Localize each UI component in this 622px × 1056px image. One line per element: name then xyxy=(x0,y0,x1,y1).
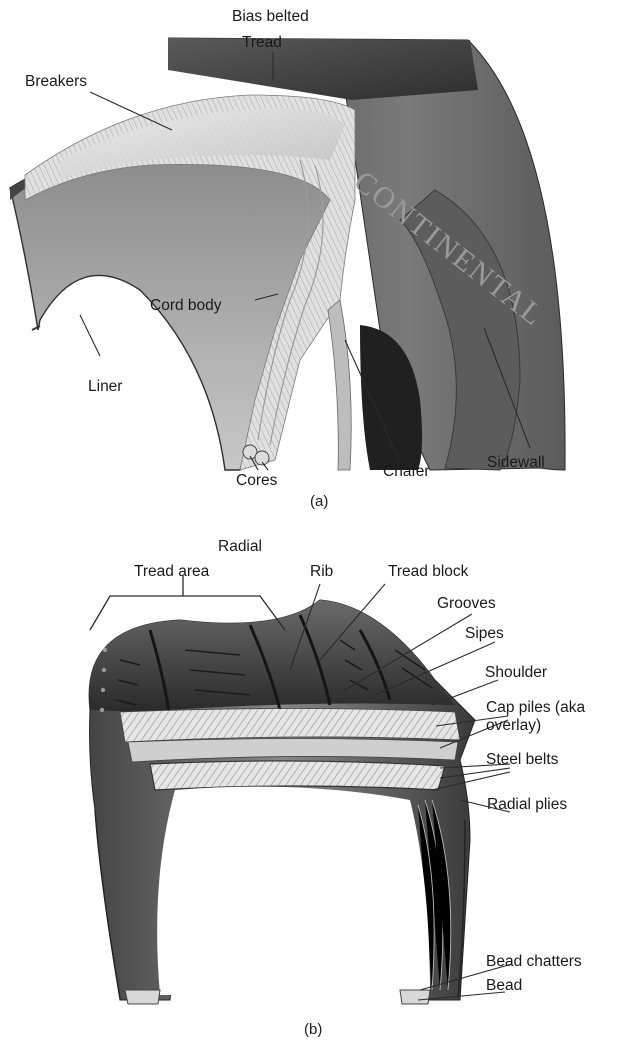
label-breakers: Breakers xyxy=(25,73,87,91)
label-cord-body: Cord body xyxy=(150,297,222,315)
label-cap-piles-overlay: overlay) xyxy=(486,717,541,735)
label-cores: Cores xyxy=(236,472,277,490)
label-rib: Rib xyxy=(310,563,333,581)
label-sidewall: Sidewall xyxy=(487,454,545,472)
label-shoulder: Shoulder xyxy=(485,664,547,682)
label-cap-piles: Cap piles (aka xyxy=(486,699,585,717)
figure-a-caption: (a) xyxy=(310,493,328,510)
label-grooves: Grooves xyxy=(437,595,496,613)
label-tread-block: Tread block xyxy=(388,563,468,581)
figure-b-title: Radial xyxy=(218,538,262,556)
figure-b-caption: (b) xyxy=(304,1021,322,1038)
radial-tire-drawing xyxy=(89,600,475,1004)
label-sipes: Sipes xyxy=(465,625,504,643)
label-chafer: Chafer xyxy=(383,463,430,481)
figure-a-title: Bias belted xyxy=(232,8,309,26)
bias-belted-tire-drawing: CONTINENTAL xyxy=(10,38,565,470)
label-bead: Bead xyxy=(486,977,522,995)
label-liner: Liner xyxy=(88,378,122,396)
label-tread-area: Tread area xyxy=(134,563,209,581)
label-steel-belts: Steel belts xyxy=(486,751,558,769)
label-radial-plies: Radial plies xyxy=(487,796,567,814)
label-bead-chatters: Bead chatters xyxy=(486,953,582,971)
label-tread: Tread xyxy=(242,34,282,52)
